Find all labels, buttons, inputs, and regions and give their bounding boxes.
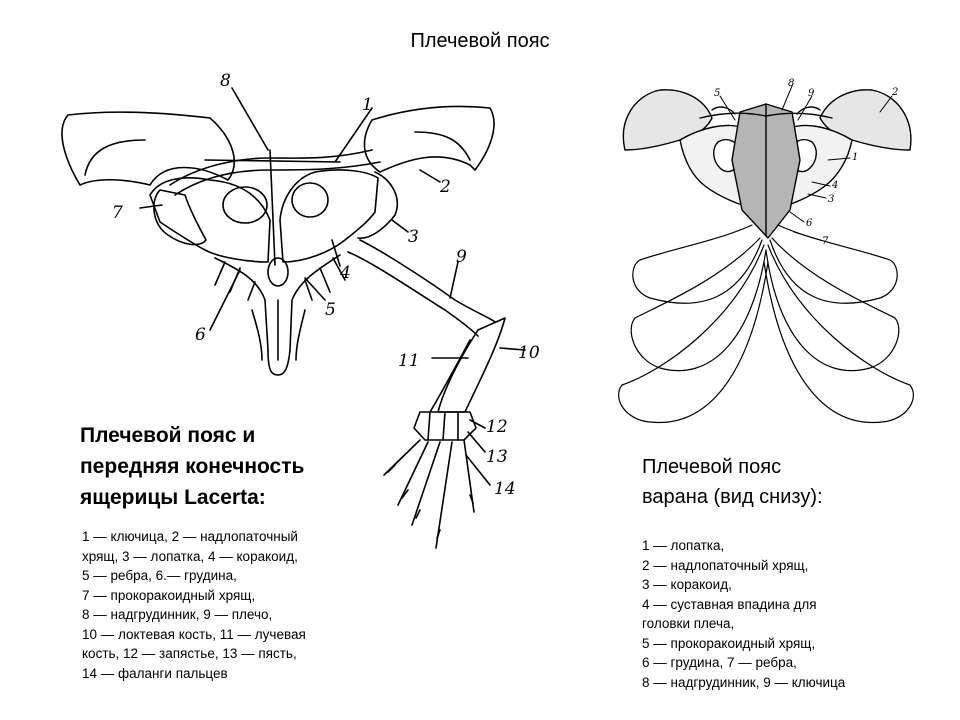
- monitor-legend-line: 4 — суставная впадина для: [642, 596, 817, 612]
- lizard-legend-line: кость, 12 — запястье, 13 — пясть,: [82, 646, 297, 661]
- lizard-label-7: 7: [112, 203, 123, 223]
- lizard-heading-line: передняя конечность: [80, 455, 305, 478]
- monitor-label-6: 6: [806, 218, 813, 229]
- lizard-figure-labels: 8 1 2 3 4 5 6 7 9 10 11 12 13 14: [112, 71, 540, 499]
- monitor-label-9: 9: [808, 88, 815, 99]
- lizard-label-9: 9: [456, 247, 467, 267]
- lizard-label-11: 11: [398, 351, 420, 371]
- lizard-heading-line: ящерицы Lacerta:: [80, 486, 266, 509]
- lizard-legend-line: 7 — прокоракоидный хрящ,: [82, 587, 256, 603]
- monitor-legend-line: 8 — надгрудинник, 9 — ключица: [642, 674, 846, 690]
- monitor-legend-line: головки плеча,: [642, 616, 735, 631]
- monitor-legend-line: 5 — прокоракоидный хрящ,: [642, 635, 816, 651]
- monitor-label-4: 4: [831, 180, 838, 191]
- lizard-label-14: 14: [494, 479, 516, 499]
- monitor-shoulder-girdle-drawing: [618, 85, 914, 424]
- monitor-label-5: 5: [714, 88, 720, 99]
- monitor-legend-line: 2 — надлопаточный хрящ,: [642, 557, 809, 573]
- lizard-legend-line: хрящ, 3 — лопатка, 4 — коракоид,: [82, 548, 298, 564]
- lizard-caption-heading: Плечевой пояс и передняя конечность ящер…: [80, 420, 380, 513]
- monitor-label-7: 7: [822, 236, 829, 247]
- monitor-legend-line: 1 — лопатка,: [642, 538, 725, 553]
- lizard-label-5: 5: [325, 300, 336, 320]
- monitor-label-8: 8: [788, 78, 794, 89]
- lizard-legend-line: 8 — надгрудинник, 9 — плечо,: [82, 607, 273, 622]
- lizard-legend-line: 1 — ключица, 2 — надлопаточный: [82, 529, 298, 544]
- lizard-label-2: 2: [439, 177, 451, 197]
- lizard-label-4: 4: [339, 263, 351, 283]
- monitor-caption-heading: Плечевой пояс варана (вид снизу):: [642, 452, 942, 512]
- lizard-shoulder-girdle-drawing: [61, 87, 526, 549]
- lizard-legend-line: 14 — фаланги пальцев: [82, 665, 228, 681]
- lizard-label-6: 6: [195, 325, 206, 345]
- monitor-figure-labels: 5 8 9 2 1 4 3 6 7: [714, 78, 898, 247]
- lizard-label-8: 8: [220, 71, 231, 91]
- lizard-legend: 1 — ключица, 2 — надлопаточный хрящ, 3 —…: [82, 527, 382, 683]
- monitor-legend-line: 3 — коракоид,: [642, 577, 732, 592]
- monitor-legend-line: 6 — грудина, 7 — ребра,: [642, 655, 797, 670]
- lizard-label-10: 10: [518, 343, 540, 363]
- lizard-label-13: 13: [486, 447, 508, 467]
- lizard-legend-line: 10 — локтевая кость, 11 — лучевая: [82, 626, 306, 642]
- lizard-label-1: 1: [362, 95, 373, 115]
- slide-title: Плечевой пояс: [410, 30, 550, 52]
- lizard-legend-line: 5 — ребра, 6.— грудина,: [82, 568, 237, 583]
- monitor-label-3: 3: [828, 194, 834, 205]
- lizard-heading-line: Плечевой пояс и: [80, 424, 256, 447]
- lizard-label-12: 12: [486, 417, 508, 437]
- monitor-label-2: 2: [891, 87, 898, 98]
- monitor-label-1: 1: [852, 152, 858, 163]
- lizard-label-3: 3: [408, 227, 419, 247]
- monitor-heading-line: варана (вид снизу):: [642, 486, 823, 508]
- monitor-legend: 1 — лопатка, 2 — надлопаточный хрящ, 3 —…: [642, 536, 942, 692]
- monitor-heading-line: Плечевой пояс: [642, 456, 782, 478]
